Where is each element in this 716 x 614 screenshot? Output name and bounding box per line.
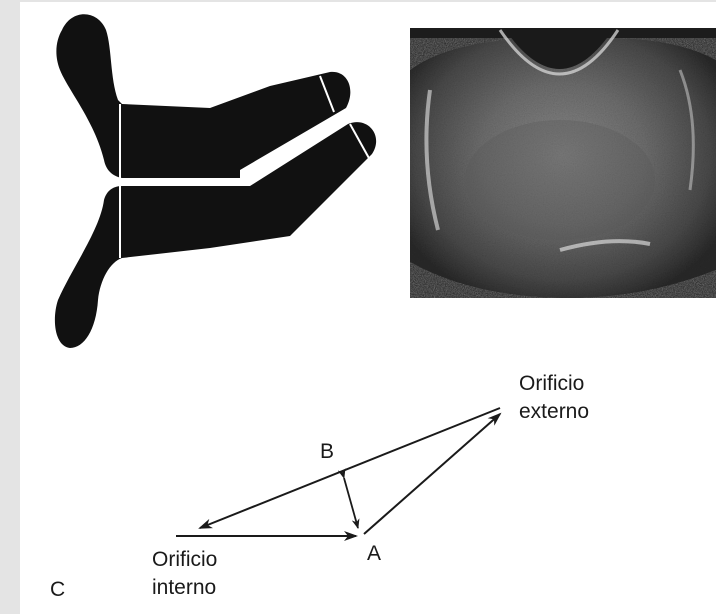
external-os-label-line1: Orificio	[519, 372, 584, 395]
internal-os-label-line2: interno	[152, 576, 216, 599]
line-internal-external	[200, 408, 500, 528]
cervical-triangle-diagram	[176, 408, 500, 536]
line-a-external	[364, 414, 500, 534]
point-a-label: A	[367, 542, 381, 565]
ultrasound-image	[410, 28, 716, 298]
internal-os-label-line1: Orificio	[152, 548, 217, 571]
external-os-label-line2: externo	[519, 400, 589, 423]
double-arrow-b-a	[344, 478, 358, 528]
panel-c-label: C	[50, 578, 65, 601]
point-b-label: B	[320, 440, 334, 463]
cervix-silhouette-icon	[55, 14, 376, 348]
